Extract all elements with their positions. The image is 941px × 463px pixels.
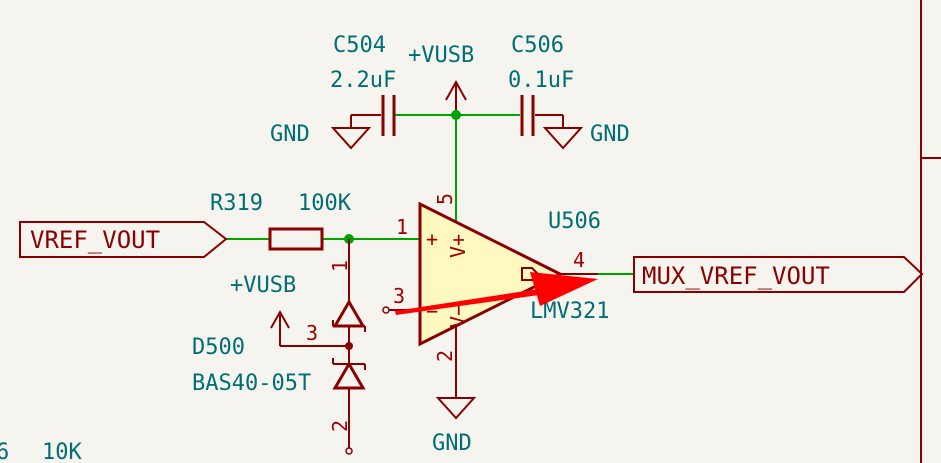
c504-ref: C504 bbox=[333, 33, 386, 58]
r319-value: 100K bbox=[298, 191, 352, 216]
d500-unconnected-pin bbox=[345, 447, 353, 455]
arrow-shaft bbox=[395, 288, 546, 315]
arrow-head bbox=[530, 272, 598, 306]
d500-upper-triangle bbox=[332, 299, 366, 328]
opamp-u506[interactable]: U506 LMV321 + − V+ V− 1 5 4 2 bbox=[396, 193, 609, 398]
gnd-label: GND bbox=[590, 122, 630, 147]
u506-vminus-label: V− bbox=[446, 304, 470, 328]
power-symbol-vusb-top[interactable]: +VUSB bbox=[408, 43, 474, 110]
c506-value: 0.1uF bbox=[508, 68, 574, 93]
diode-d500[interactable]: 1 2 3 D500 BAS40-05T bbox=[192, 239, 366, 455]
gnd-label: GND bbox=[432, 431, 472, 456]
gnd-symbol-c504[interactable]: GND bbox=[270, 115, 372, 150]
resistor-r319[interactable]: R319 100K bbox=[210, 191, 352, 251]
vusb-top-label: +VUSB bbox=[408, 43, 474, 68]
annotation-arrow bbox=[395, 272, 598, 315]
gnd-label: GND bbox=[270, 122, 310, 147]
net-label-text: MUX_VREF_VOUT bbox=[642, 262, 830, 290]
gnd-symbol-u506[interactable]: GND bbox=[432, 397, 477, 456]
net-label-shape bbox=[19, 221, 228, 258]
d500-lower-triangle bbox=[332, 361, 366, 390]
d500-value: BAS40-05T bbox=[192, 371, 311, 396]
net-label-shape bbox=[633, 256, 924, 293]
gnd-symbol-c506[interactable]: GND bbox=[542, 115, 630, 150]
r319-ref: R319 bbox=[210, 191, 263, 216]
partial-ref: 6 bbox=[0, 440, 9, 463]
c504-value: 2.2uF bbox=[330, 68, 396, 93]
u506-pin2-number: 2 bbox=[433, 350, 457, 362]
u506-ref: U506 bbox=[548, 209, 601, 234]
capacitor-c504[interactable]: C504 2.2uF bbox=[330, 33, 396, 136]
d500-pin3-number: 3 bbox=[306, 321, 318, 345]
capacitor-c506[interactable]: C506 0.1uF bbox=[508, 33, 574, 136]
u506-plus-sign: + bbox=[426, 227, 438, 251]
power-symbol-vusb-left[interactable]: +VUSB bbox=[230, 273, 296, 346]
d500-pin1-number: 1 bbox=[328, 260, 352, 272]
junction-dot bbox=[451, 110, 461, 120]
net-label-text: VREF_VOUT bbox=[30, 226, 160, 254]
partial-component: 6 10K bbox=[0, 440, 82, 463]
gnd-triangle bbox=[435, 397, 477, 420]
gnd-triangle bbox=[330, 127, 372, 150]
net-pin3-number: 3 bbox=[393, 284, 405, 308]
d500-pin2-number: 2 bbox=[328, 420, 352, 432]
u506-pin4-number: 4 bbox=[573, 248, 585, 272]
d500-ref: D500 bbox=[192, 335, 245, 360]
u506-vplus-label: V+ bbox=[446, 234, 470, 258]
unconnected-pin-marker bbox=[382, 306, 390, 314]
vusb-left-label: +VUSB bbox=[230, 273, 296, 298]
u506-minus-sign: − bbox=[426, 299, 438, 323]
r319-body bbox=[268, 227, 324, 251]
partial-value: 10K bbox=[42, 440, 82, 463]
opamp-body bbox=[418, 201, 564, 347]
net-label-vref-vout[interactable]: VREF_VOUT bbox=[19, 221, 228, 258]
u506-pin5-number: 5 bbox=[433, 193, 457, 205]
gnd-triangle bbox=[542, 127, 584, 150]
u506-pin1-number: 1 bbox=[396, 215, 408, 239]
net-label-mux-vref-vout[interactable]: MUX_VREF_VOUT bbox=[633, 256, 924, 293]
c506-ref: C506 bbox=[511, 33, 564, 58]
